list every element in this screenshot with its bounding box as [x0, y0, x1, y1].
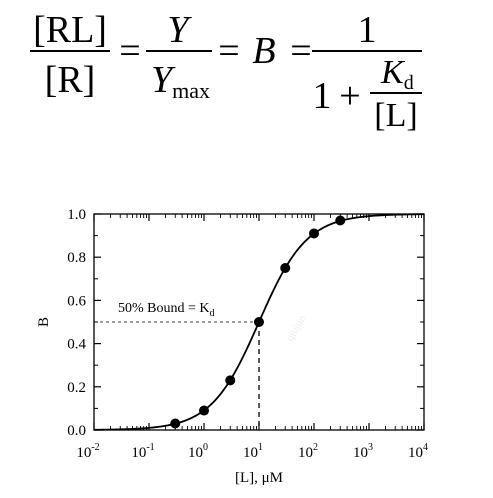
kd-guides: [94, 321, 260, 430]
x-tick-label: 100: [188, 442, 208, 461]
x-tick-label: 101: [243, 442, 263, 461]
eq-y: Y: [167, 9, 192, 51]
y-tick-label: 1.0: [67, 207, 86, 223]
x-tick-label: 104: [408, 442, 428, 461]
eq-equals-2: =: [218, 30, 239, 72]
eq-equals-1: =: [119, 30, 140, 72]
y-tick-label: 0.4: [67, 337, 86, 353]
eq-kd: Kd: [380, 54, 414, 94]
x-tick-label: 103: [353, 442, 373, 461]
data-points: [170, 215, 346, 429]
eq-rhs-one: 1: [313, 75, 332, 117]
eq-lhs-denominator: [R]: [45, 59, 96, 101]
data-point: [225, 375, 236, 386]
y-tick-label: 0.0: [67, 423, 86, 439]
data-point: [254, 317, 264, 327]
watermark: qiujun: [284, 313, 309, 344]
x-axis-label: [L], μM: [235, 470, 283, 486]
x-tick-label: 10-1: [131, 442, 154, 461]
data-point: [170, 418, 181, 429]
eq-equals-3: =: [290, 30, 311, 72]
binding-equation: [RL] [R] = Y Ymax = B = 1 1 + Kd [L]: [30, 9, 422, 134]
eq-lhs-numerator: [RL]: [33, 9, 107, 51]
x-tick-label: 102: [298, 442, 318, 461]
data-point: [335, 215, 346, 226]
data-point: [280, 263, 291, 273]
eq-rhs-numerator: 1: [358, 9, 377, 51]
data-point: [309, 228, 319, 239]
eq-ymax: Ymax: [151, 59, 210, 103]
y-tick-label: 0.2: [67, 380, 86, 396]
y-tick-label: 0.8: [67, 250, 86, 266]
x-tick-label: 10-2: [76, 442, 99, 461]
y-tick-label: 0.6: [67, 293, 86, 309]
annotation-label: 50% Bound = Kd: [118, 301, 215, 319]
eq-rhs-plus: +: [339, 75, 360, 117]
eq-ligand: [L]: [374, 97, 417, 134]
eq-b: B: [252, 30, 275, 72]
binding-curve-chart: 0.0 0.2 0.4 0.6 0.8 1.0 10-2 10-1 100 101 102 103 10…: [36, 207, 428, 486]
y-axis-label: B: [36, 317, 52, 327]
chart-ticks: 0.0 0.2 0.4 0.6 0.8 1.0 10-2 10-1 100 101 102 103 10…: [67, 207, 428, 461]
data-point: [199, 405, 209, 416]
